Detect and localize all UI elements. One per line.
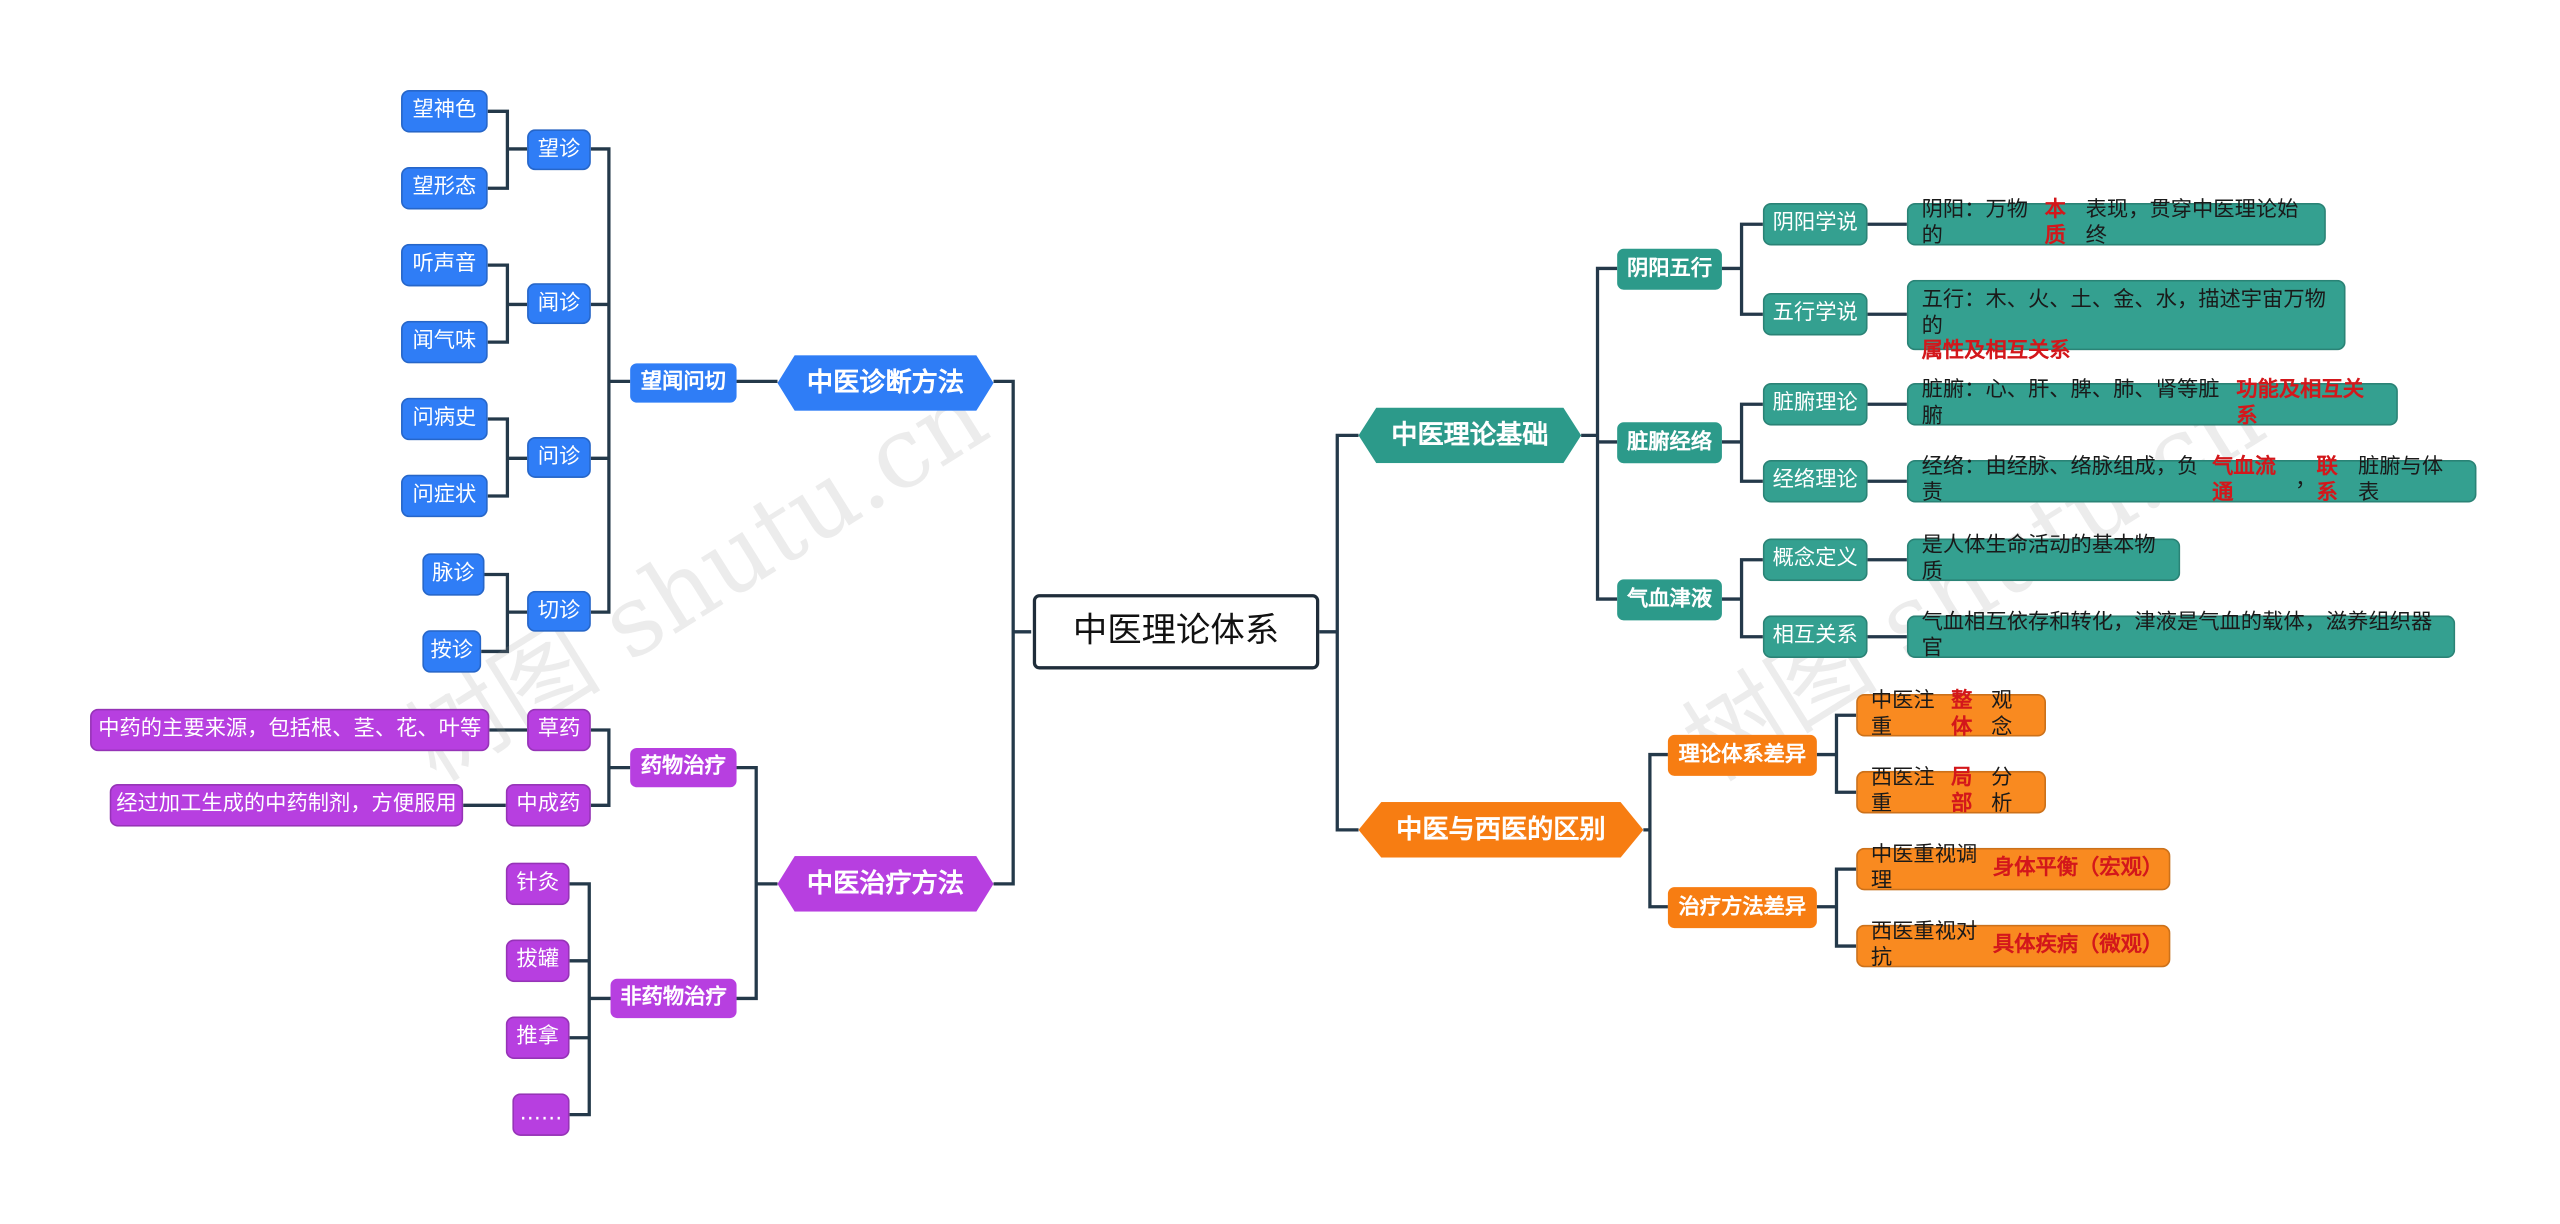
desc-text: 经络：由经脉、络脉组成，负责: [1921, 455, 2199, 506]
branch-diagnosis[interactable]: 中医诊断方法: [777, 355, 994, 411]
desc-concept[interactable]: 是人体生命活动的基本物质: [1906, 534, 2181, 584]
leaf-tingshengyin[interactable]: 听声音: [401, 243, 488, 287]
desc-text: 中医重视调理: [1870, 843, 1978, 894]
root-topic[interactable]: 中医理论体系: [1032, 594, 1320, 670]
leaf-wenbingshi[interactable]: 问病史: [401, 397, 488, 441]
emphasis-text: 功能及相互关系: [2236, 378, 2364, 429]
node-concept-definition[interactable]: 概念定义: [1762, 538, 1868, 582]
node-wenzhen-ask[interactable]: 问诊: [527, 437, 591, 478]
emphasis-text: 整体: [1951, 689, 1973, 740]
desc-tcm-holistic[interactable]: 中医注重整体观念: [1856, 690, 2047, 740]
node-jingluo-theory[interactable]: 经络理论: [1762, 459, 1868, 503]
desc-text: 观念: [1991, 689, 2013, 740]
node-nondrug-treatment[interactable]: 非药物治疗: [610, 978, 737, 1019]
leaf-wangshense[interactable]: 望神色: [401, 90, 488, 133]
leaf-anzhen[interactable]: 按诊: [422, 630, 482, 673]
desc-zangfu[interactable]: 脏腑：心、肝、脾、肺、肾等脏腑功能及相互关系: [1906, 379, 2398, 429]
node-method-difference[interactable]: 治疗方法差异: [1667, 887, 1817, 929]
desc-western-disease[interactable]: 西医重视对抗具体疾病（微观）: [1856, 921, 2171, 971]
node-herb[interactable]: 草药: [527, 708, 591, 752]
leaf-acupuncture[interactable]: 针灸: [505, 862, 570, 906]
desc-wuxing[interactable]: 五行：木、火、土、金、水，描述宇宙万物的属性及相互关系: [1906, 279, 2346, 364]
desc-patent-medicine[interactable]: 经过加工生成的中药制剂，方便服用: [109, 784, 464, 827]
emphasis-text: 本质: [2044, 198, 2066, 249]
emphasis-text: 属性及相互关系: [1921, 339, 2071, 364]
node-mutual-relation[interactable]: 相互关系: [1762, 615, 1868, 658]
emphasis-text: 联系: [2316, 455, 2338, 506]
leaf-maizhen[interactable]: 脉诊: [422, 553, 485, 596]
desc-yinyang[interactable]: 阴阳：万物的本质表现，贯穿中医理论始终: [1906, 199, 2326, 249]
node-yinyang-wuxing[interactable]: 阴阳五行: [1617, 248, 1722, 290]
emphasis-text: 局部: [1951, 766, 1973, 817]
desc-text: 阴阳：万物的: [1921, 198, 2029, 249]
node-qixue-jinye[interactable]: 气血津液: [1617, 579, 1722, 621]
desc-relation[interactable]: 气血相互依存和转化，津液是气血的载体，滋养组织器官: [1906, 611, 2456, 661]
desc-text: 西医重视对抗: [1870, 920, 1978, 971]
emphasis-text: 身体平衡（宏观）: [1992, 856, 2164, 881]
node-drug-treatment[interactable]: 药物治疗: [630, 748, 737, 788]
leaf-massage[interactable]: 推拿: [505, 1016, 570, 1060]
leaf-wenzhengzhuang[interactable]: 问症状: [401, 474, 488, 518]
desc-western-local[interactable]: 西医注重局部分析: [1856, 767, 2047, 817]
desc-text: 五行：木、火、土、金、水，描述宇宙万物的: [1921, 288, 2326, 339]
desc-text: 中医注重: [1870, 689, 1935, 740]
node-zangfu-jingluo[interactable]: 脏腑经络: [1617, 422, 1722, 464]
desc-text: 分析: [1991, 766, 2013, 817]
desc-jingluo[interactable]: 经络：由经脉、络脉组成，负责气血流通 ，联系脏腑与体表: [1906, 456, 2477, 506]
node-theory-difference[interactable]: 理论体系差异: [1667, 734, 1817, 776]
desc-text: 西医注重: [1870, 766, 1935, 817]
desc-text: 表现，贯穿中医理论始终: [2085, 198, 2299, 249]
emphasis-text: 具体疾病（微观）: [1992, 933, 2164, 958]
leaf-wenqiwei[interactable]: 闻气味: [401, 320, 488, 364]
desc-text: ，: [2295, 468, 2317, 494]
desc-tcm-balance[interactable]: 中医重视调理身体平衡（宏观）: [1856, 844, 2171, 894]
emphasis-text: 气血流通: [2212, 455, 2276, 506]
branch-basics[interactable]: 中医理论基础: [1358, 407, 1582, 464]
leaf-more[interactable]: ……: [512, 1093, 570, 1136]
branch-treatment[interactable]: 中医治疗方法: [777, 856, 994, 912]
desc-text: 脏腑与体表: [2357, 455, 2444, 506]
node-yinyang-theory[interactable]: 阴阳学说: [1762, 202, 1868, 246]
node-zangfu-theory[interactable]: 脏腑理论: [1762, 383, 1868, 426]
leaf-wangxingtai[interactable]: 望形态: [401, 166, 488, 210]
node-wenzhen-listen[interactable]: 闻诊: [527, 283, 591, 325]
branch-compare[interactable]: 中医与西医的区别: [1358, 802, 1644, 858]
node-qiezhen[interactable]: 切诊: [527, 590, 591, 632]
node-wangzhen[interactable]: 望诊: [527, 129, 591, 171]
node-patent-medicine[interactable]: 中成药: [505, 784, 591, 827]
node-wangwenwenqie[interactable]: 望闻问切: [630, 363, 737, 403]
desc-text: 脏腑：心、肝、脾、肺、肾等脏腑: [1921, 378, 2220, 429]
desc-herb[interactable]: 中药的主要来源，包括根、茎、花、叶等: [90, 708, 490, 752]
leaf-cupping[interactable]: 拔罐: [505, 939, 570, 983]
node-wuxing-theory[interactable]: 五行学说: [1762, 292, 1868, 336]
